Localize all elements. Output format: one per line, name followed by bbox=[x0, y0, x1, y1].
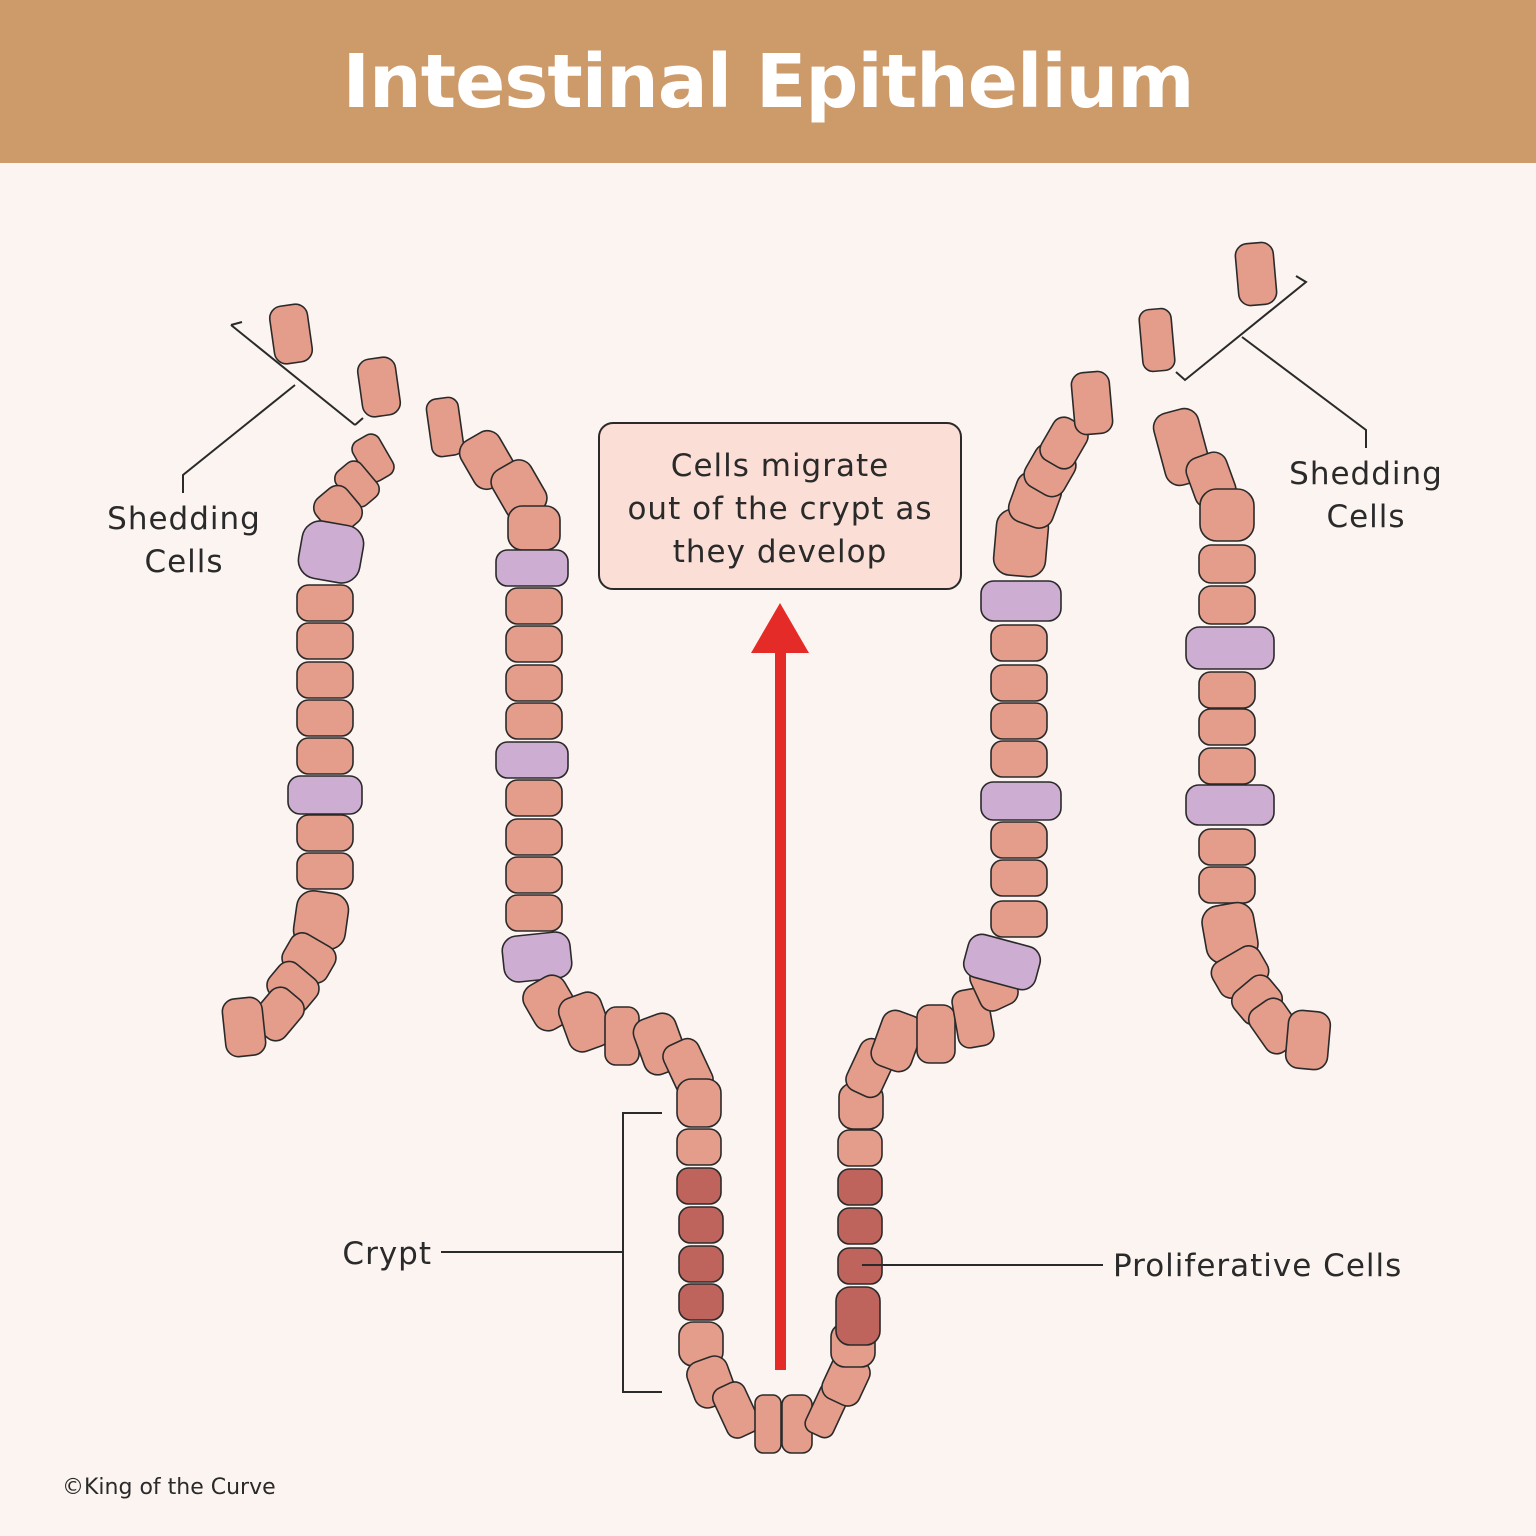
migration-callout: Cells migrate out of the crypt as they d… bbox=[598, 422, 962, 590]
epithelial-cell bbox=[296, 737, 354, 775]
bracket-tick bbox=[230, 321, 243, 326]
epithelial-cell bbox=[296, 814, 354, 852]
migration-arrow bbox=[751, 603, 809, 1370]
goblet-cell bbox=[287, 775, 363, 815]
goblet-cell bbox=[501, 931, 573, 983]
epithelial-cell bbox=[296, 661, 354, 699]
epithelial-cell bbox=[990, 702, 1048, 740]
goblet-cell bbox=[962, 933, 1042, 991]
epithelial-cell bbox=[1199, 488, 1255, 542]
callout-box bbox=[598, 422, 962, 590]
epithelial-cell bbox=[916, 1004, 956, 1064]
epithelial-cell bbox=[990, 821, 1048, 859]
epithelial-cell bbox=[356, 356, 402, 418]
epithelial-cell bbox=[1198, 708, 1256, 746]
epithelial-cell bbox=[1198, 544, 1256, 584]
crypt-label: Crypt bbox=[342, 1112, 662, 1393]
epithelial-cell bbox=[990, 740, 1048, 778]
shedding-label-right-line1: Shedding bbox=[1289, 456, 1443, 492]
epithelial-cell bbox=[1198, 828, 1256, 866]
proliferative-cell bbox=[835, 1286, 881, 1346]
epithelial-cell bbox=[1198, 747, 1256, 785]
epithelial-cell bbox=[1138, 307, 1176, 373]
proliferative-cell bbox=[678, 1283, 724, 1321]
epithelial-cell bbox=[505, 587, 563, 625]
goblet-cell bbox=[495, 741, 569, 779]
title-banner: Intestinal Epithelium bbox=[0, 0, 1536, 163]
callout-line-3: they develop bbox=[673, 534, 888, 570]
epithelial-cell bbox=[676, 1078, 722, 1128]
proliferative-cell bbox=[678, 1206, 724, 1244]
epithelial-cell bbox=[221, 996, 267, 1058]
epithelial-cell bbox=[1198, 671, 1256, 709]
arrow-shaft bbox=[775, 650, 786, 1370]
shedding-leader-left bbox=[182, 384, 296, 493]
epithelial-cell bbox=[505, 779, 563, 817]
epithelial-cell bbox=[268, 303, 314, 365]
arrow-head bbox=[751, 603, 809, 653]
epithelial-cell bbox=[296, 622, 354, 660]
goblet-cell bbox=[980, 781, 1062, 821]
bracket-tick bbox=[354, 417, 364, 426]
shedding-cells-label-right: Shedding Cells bbox=[1175, 275, 1443, 535]
epithelial-cell bbox=[505, 702, 563, 740]
goblet-cell bbox=[980, 580, 1062, 622]
epithelial-cell bbox=[505, 856, 563, 894]
goblet-cell bbox=[1185, 626, 1275, 670]
epithelial-cell bbox=[425, 396, 465, 458]
epithelial-cell bbox=[296, 699, 354, 737]
epithelial-cell bbox=[711, 1381, 761, 1439]
epithelial-cell bbox=[505, 664, 563, 702]
epithelial-cell bbox=[990, 664, 1048, 702]
epithelial-cell bbox=[296, 852, 354, 890]
callout-line-1: Cells migrate bbox=[671, 448, 889, 484]
epithelial-cell bbox=[505, 818, 563, 856]
epithelial-cell bbox=[1070, 370, 1114, 436]
proliferative-cell bbox=[678, 1245, 724, 1283]
epithelial-cell bbox=[837, 1129, 883, 1167]
shedding-label-right-line2: Cells bbox=[1326, 499, 1405, 535]
crypt-label-text: Crypt bbox=[342, 1236, 432, 1272]
epithelial-cell bbox=[1198, 866, 1256, 904]
proliferative-label-text: Proliferative Cells bbox=[1113, 1248, 1402, 1284]
epithelial-cell bbox=[505, 894, 563, 932]
copyright: ©King of the Curve bbox=[62, 1475, 276, 1500]
cell-layer bbox=[221, 241, 1332, 1454]
crypt-bracket bbox=[622, 1112, 662, 1393]
shedding-label-left-line2: Cells bbox=[144, 544, 223, 580]
shedding-cells-label-left: Shedding Cells bbox=[107, 321, 364, 580]
page-title: Intestinal Epithelium bbox=[342, 38, 1195, 125]
epithelial-cell bbox=[296, 584, 354, 622]
proliferative-cells-label: Proliferative Cells bbox=[862, 1248, 1402, 1284]
goblet-cell bbox=[1185, 784, 1275, 826]
epithelial-cell bbox=[505, 625, 563, 663]
proliferative-cell bbox=[837, 1168, 883, 1206]
epithelial-cell bbox=[1284, 1009, 1332, 1071]
epithelial-cell bbox=[507, 505, 561, 551]
epithelial-cell bbox=[754, 1394, 782, 1454]
shedding-leader-right bbox=[1241, 336, 1367, 448]
proliferative-cell bbox=[676, 1167, 722, 1205]
callout-line-2: out of the crypt as bbox=[627, 491, 932, 527]
shedding-label-left-line1: Shedding bbox=[107, 501, 261, 537]
epithelial-cell bbox=[990, 900, 1048, 938]
epithelial-cell bbox=[1234, 241, 1278, 307]
shedding-bracket-left bbox=[230, 324, 356, 426]
epithelial-cell bbox=[990, 624, 1048, 662]
goblet-cell bbox=[495, 549, 569, 587]
epithelial-cell bbox=[676, 1128, 722, 1166]
epithelial-cell bbox=[990, 859, 1048, 897]
proliferative-cell bbox=[837, 1207, 883, 1245]
epithelial-cell bbox=[1198, 585, 1256, 625]
goblet-cell bbox=[297, 520, 365, 584]
shedding-bracket-right bbox=[1175, 275, 1308, 382]
